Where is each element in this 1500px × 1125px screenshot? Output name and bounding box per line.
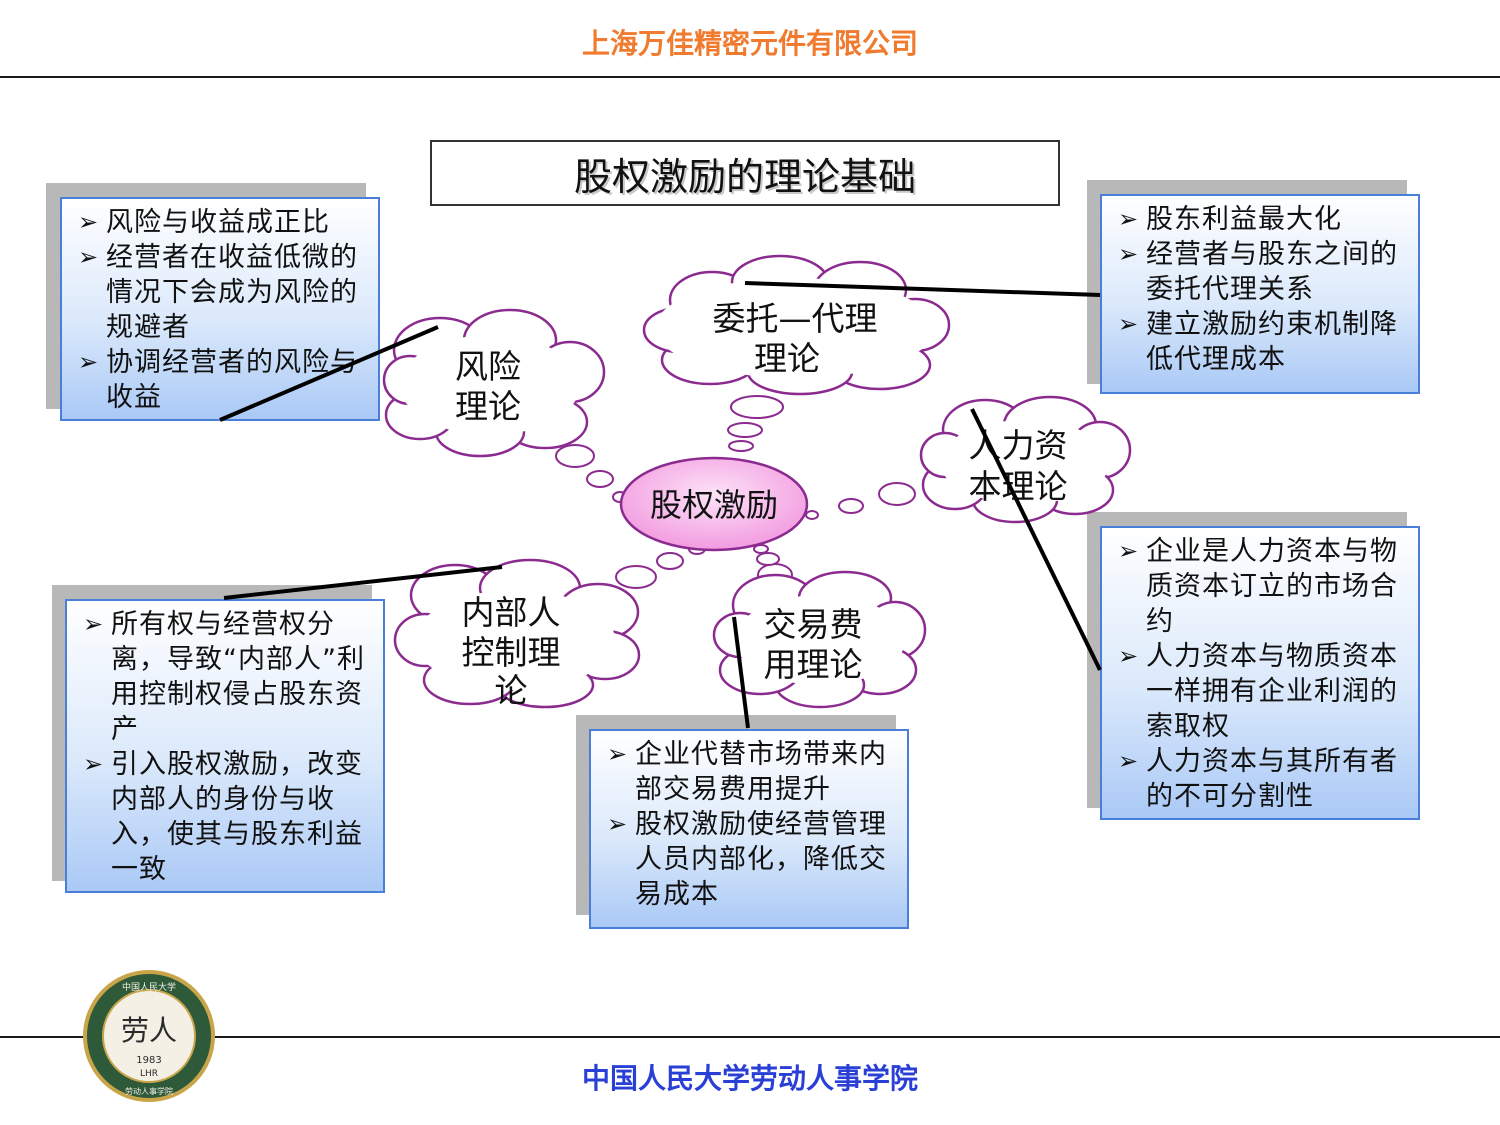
list-item: ➢企业代替市场带来内部交易费用提升	[607, 739, 887, 805]
thought-bubbles	[555, 395, 916, 589]
connector-lines	[219, 281, 1102, 729]
diagram-title: 股权激励的理论基础	[573, 154, 916, 199]
header-divider	[0, 76, 1500, 78]
center-node	[619, 456, 809, 552]
transaction-connector-line	[732, 616, 750, 729]
transaction-cost-cloud	[712, 570, 927, 709]
agency-connector-line	[744, 281, 1101, 297]
school-footer: 中国人民大学劳动人事学院	[581, 1062, 918, 1095]
logo-year: 1983	[136, 1055, 161, 1066]
school-logo: 劳人 1983 LHR 中国人民大学 劳动人事学院	[83, 970, 215, 1102]
logo-school: 劳动人事学院	[125, 1086, 173, 1096]
risk-cloud-label-1: 风险	[455, 347, 521, 386]
list-item: ➢人力资本与物质资本一样拥有企业利润的索取权	[1118, 641, 1398, 742]
arrow-bullet-icon: ➢	[83, 610, 105, 638]
insider-cloud-label-1: 内部人	[462, 593, 561, 632]
list-item: ➢企业是人力资本与物质资本订立的市场合约	[1118, 536, 1398, 637]
arrow-bullet-icon: ➢	[1118, 747, 1140, 775]
arrow-bullet-icon: ➢	[78, 348, 100, 376]
list-item: ➢人力资本与其所有者的不可分割性	[1118, 746, 1398, 812]
risk-cloud-label-2: 理论	[455, 387, 521, 426]
arrow-bullet-icon: ➢	[1118, 240, 1140, 268]
list-item: ➢股权激励使经营管理人员内部化，降低交易成本	[607, 809, 887, 910]
agency-theory-box: ➢股东利益最大化 ➢经营者与股东之间的委托代理关系 ➢建立激励约束机制降低代理成…	[1100, 194, 1420, 394]
list-item: ➢风险与收益成正比	[78, 207, 330, 238]
human-capital-box: ➢企业是人力资本与物质资本订立的市场合约 ➢人力资本与物质资本一样拥有企业利润的…	[1100, 526, 1420, 820]
list-item: ➢经营者与股东之间的委托代理关系	[1118, 239, 1398, 305]
agency-theory-cloud	[642, 254, 951, 396]
arrow-bullet-icon: ➢	[607, 740, 629, 768]
arrow-bullet-icon: ➢	[1118, 642, 1140, 670]
list-item: ➢引入股权激励，改变内部人的身份与收入，使其与股东利益一致	[83, 749, 363, 885]
arrow-bullet-icon: ➢	[83, 750, 105, 778]
list-item: ➢股东利益最大化	[1118, 204, 1342, 235]
transaction-cloud-label-2: 用理论	[764, 645, 863, 684]
footer-divider	[0, 1036, 1500, 1038]
risk-theory-cloud	[382, 308, 606, 458]
arrow-bullet-icon: ➢	[607, 810, 629, 838]
insider-cloud-label-3: 论	[495, 671, 528, 710]
list-item: ➢经营者在收益低微的情况下会成为风险的规避者	[78, 242, 358, 343]
center-node-label: 股权激励	[650, 486, 778, 524]
risk-connector-line	[219, 325, 439, 422]
insider-cloud-label-2: 控制理	[462, 633, 561, 672]
insider-connector-line	[223, 565, 503, 600]
transaction-cloud-label-1: 交易费	[764, 605, 863, 644]
arrow-bullet-icon: ➢	[1118, 537, 1140, 565]
arrow-bullet-icon: ➢	[1118, 310, 1140, 338]
arrow-bullet-icon: ➢	[78, 243, 100, 271]
agency-cloud-label-1: 委托—代理	[713, 299, 878, 338]
transaction-cost-box: ➢企业代替市场带来内部交易费用提升 ➢股权激励使经营管理人员内部化，降低交易成本	[589, 729, 909, 929]
insider-control-box: ➢所有权与经营权分离，导致“内部人”利用控制权侵占股东资产 ➢引入股权激励，改变…	[65, 599, 385, 893]
list-item: ➢协调经营者的风险与收益	[78, 347, 358, 413]
company-header: 上海万佳精密元件有限公司	[581, 27, 918, 60]
logo-university: 中国人民大学	[122, 981, 176, 993]
risk-theory-box: ➢风险与收益成正比 ➢经营者在收益低微的情况下会成为风险的规避者 ➢协调经营者的…	[60, 197, 380, 421]
list-item: ➢建立激励约束机制降低代理成本	[1118, 309, 1398, 375]
diagram-title-box: 股权激励的理论基础	[430, 140, 1060, 206]
human-capital-cloud	[919, 395, 1132, 524]
list-item: ➢所有权与经营权分离，导致“内部人”利用控制权侵占股东资产	[83, 609, 365, 745]
insider-control-cloud	[393, 558, 641, 709]
logo-mark: 劳人	[121, 1014, 177, 1047]
human-connector-line	[970, 408, 1102, 671]
arrow-bullet-icon: ➢	[78, 208, 100, 236]
agency-cloud-label-2: 理论	[754, 339, 820, 378]
arrow-bullet-icon: ➢	[1118, 205, 1140, 233]
logo-abbr: LHR	[140, 1069, 158, 1079]
